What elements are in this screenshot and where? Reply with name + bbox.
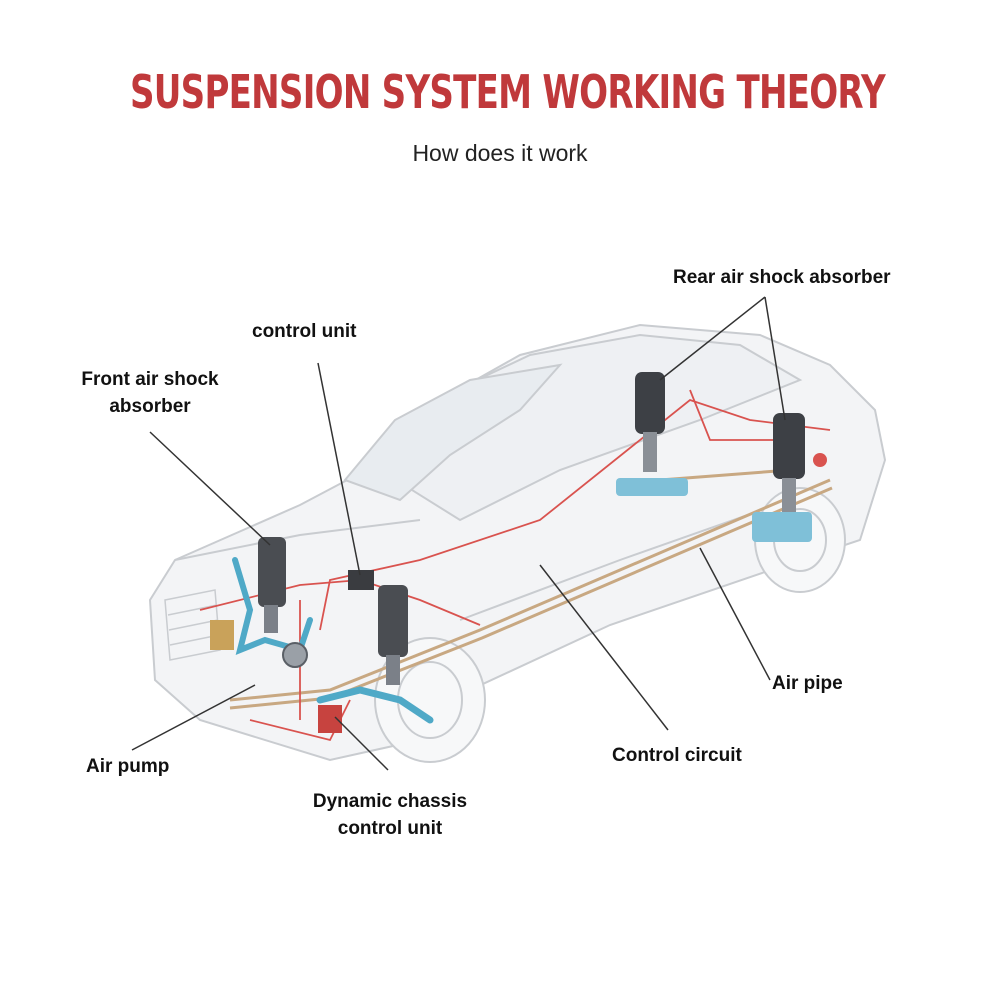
leader-air-pump [131, 684, 256, 751]
label-air-pump: Air pump [86, 756, 170, 777]
hood-line [174, 519, 421, 561]
label-front-air-shock: Front air shock absorber [60, 366, 240, 420]
page-title: SUSPENSION SYSTEM WORKING THEORY [130, 65, 886, 119]
label-control-circuit: Control circuit [612, 745, 742, 766]
label-front-air-shock-line1: Front air shock [81, 369, 219, 390]
leader-rear-right [764, 296, 786, 421]
label-dynamic-chassis-line2: control unit [337, 818, 443, 839]
control-unit-box [348, 570, 374, 590]
car-body [148, 323, 887, 762]
front-left-shock [258, 537, 286, 607]
leader-air-pipe [699, 547, 771, 681]
label-control-unit: control unit [252, 321, 357, 342]
front-right-shock [378, 585, 408, 657]
rear-right-shock [773, 413, 805, 479]
air-pump-unit [282, 642, 308, 668]
components [210, 372, 827, 733]
label-air-pipe: Air pipe [772, 673, 843, 694]
dynamic-chassis-unit [318, 705, 342, 733]
front-wheel-rim [397, 661, 463, 739]
windshield [343, 363, 563, 502]
leader-front-shock [149, 431, 271, 546]
leader-rear-left [659, 296, 766, 381]
leader-dynamic-chassis [334, 716, 389, 771]
label-dynamic-chassis-line1: Dynamic chassis [312, 791, 468, 812]
leader-control-unit [317, 362, 361, 576]
leader-lines [131, 296, 786, 771]
label-rear-air-shock: Rear air shock absorber [673, 267, 891, 288]
leader-control-circuit [539, 564, 669, 731]
rear-left-shock [635, 372, 665, 434]
label-dynamic-chassis: Dynamic chassis control unit [290, 788, 490, 842]
page-subtitle: How does it work [412, 140, 588, 166]
label-front-air-shock-line2: absorber [109, 396, 191, 417]
